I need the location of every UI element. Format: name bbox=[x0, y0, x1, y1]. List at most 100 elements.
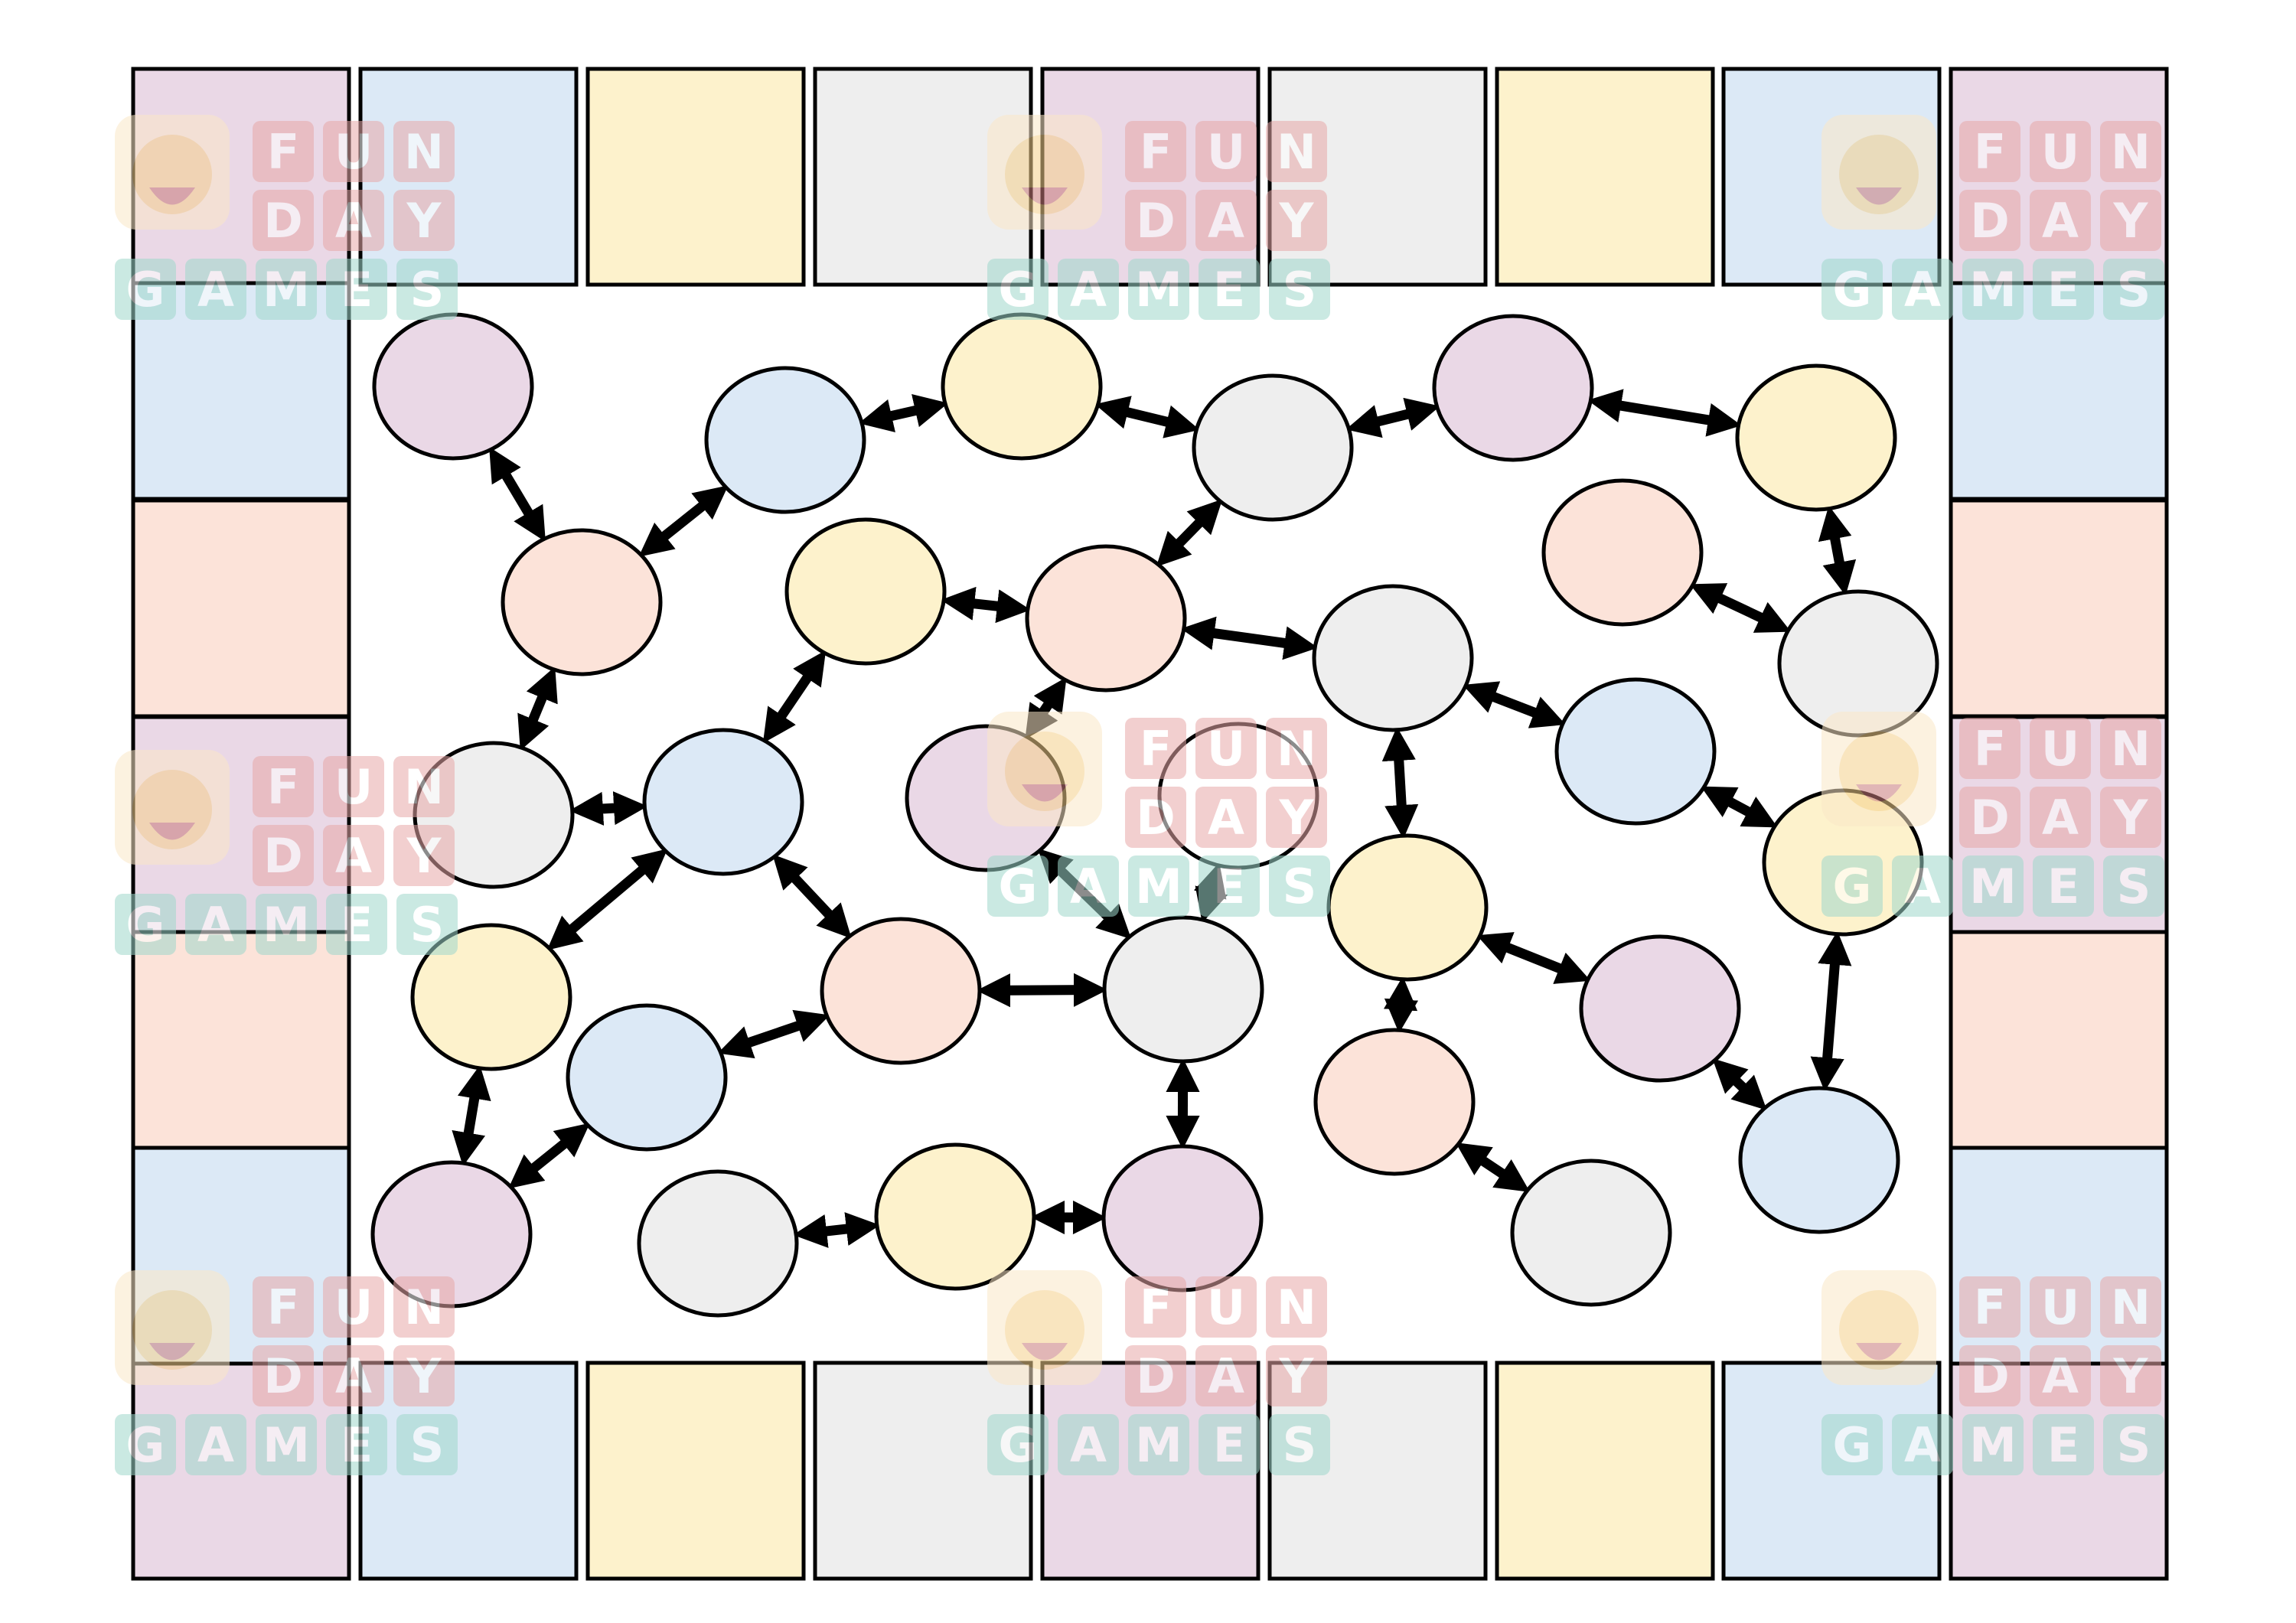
watermark-letter: N bbox=[1277, 1279, 1316, 1335]
watermark-letter: N bbox=[404, 124, 444, 180]
laughing-face-icon bbox=[1821, 115, 1936, 230]
path-space[interactable] bbox=[642, 728, 804, 876]
watermark-letter: F bbox=[1140, 124, 1172, 180]
border-square-right[interactable] bbox=[1949, 498, 2169, 719]
double-arrow-connector bbox=[717, 1009, 830, 1059]
watermark-letter: E bbox=[2047, 859, 2079, 914]
watermark-letter: S bbox=[2117, 262, 2151, 318]
watermark-letter: D bbox=[1136, 790, 1175, 846]
path-space[interactable] bbox=[1554, 677, 1717, 826]
watermark-letter: S bbox=[410, 262, 445, 318]
path-space[interactable] bbox=[784, 517, 947, 666]
watermark-letter: A bbox=[2042, 1348, 2079, 1404]
border-square-bottom[interactable] bbox=[1495, 1361, 1715, 1581]
path-space[interactable] bbox=[637, 1169, 799, 1318]
double-arrow-connector bbox=[517, 666, 558, 751]
laughing-face-icon bbox=[115, 1270, 230, 1385]
watermark-letter: Y bbox=[1279, 193, 1315, 249]
path-space[interactable] bbox=[704, 366, 866, 514]
path-connectors bbox=[452, 389, 1857, 1248]
path-space[interactable] bbox=[566, 1003, 728, 1152]
double-arrow-connector bbox=[858, 393, 949, 433]
watermark-letter: N bbox=[404, 1279, 444, 1335]
watermark-letter: M bbox=[1969, 859, 2017, 914]
border-square-right[interactable] bbox=[1949, 930, 2169, 1150]
watermark-letter: A bbox=[1070, 859, 1107, 914]
path-space[interactable] bbox=[1312, 584, 1474, 732]
path-space[interactable] bbox=[1735, 363, 1897, 512]
watermark-letter: F bbox=[1974, 721, 2006, 777]
watermark-letter: M bbox=[1135, 262, 1182, 318]
double-arrow-connector bbox=[1383, 976, 1419, 1034]
laughing-face-icon bbox=[115, 115, 230, 230]
path-space[interactable] bbox=[1326, 833, 1489, 982]
path-space[interactable] bbox=[1313, 1028, 1476, 1176]
border-square-top[interactable] bbox=[358, 67, 579, 287]
border-square-top[interactable] bbox=[1495, 67, 1715, 287]
watermark-letter: Y bbox=[1279, 790, 1315, 846]
watermark-letter: E bbox=[341, 262, 373, 318]
watermark-letter: A bbox=[2042, 790, 2079, 846]
double-arrow-connector bbox=[793, 1212, 880, 1248]
border-square-left[interactable] bbox=[131, 498, 351, 719]
watermark-letter: U bbox=[334, 1279, 373, 1335]
watermark-letter: S bbox=[1283, 262, 1317, 318]
path-space[interactable] bbox=[501, 528, 663, 676]
path-space[interactable] bbox=[1025, 544, 1187, 693]
watermark-letter: U bbox=[1207, 721, 1245, 777]
double-arrow-connector bbox=[1701, 786, 1778, 828]
watermark-letter: D bbox=[263, 193, 302, 249]
watermark-letter: M bbox=[263, 897, 310, 953]
path-space[interactable] bbox=[941, 312, 1103, 461]
watermark-letter: A bbox=[1208, 193, 1244, 249]
watermark-letter: A bbox=[1208, 790, 1244, 846]
path-space[interactable] bbox=[1101, 1144, 1264, 1292]
border-square-bottom[interactable] bbox=[585, 1361, 806, 1581]
double-arrow-connector bbox=[762, 650, 827, 744]
path-space[interactable] bbox=[820, 917, 982, 1065]
double-arrow-connector bbox=[546, 849, 668, 950]
path-space[interactable] bbox=[1102, 915, 1264, 1064]
double-arrow-connector bbox=[1180, 616, 1319, 660]
watermark-letter: S bbox=[2117, 1417, 2151, 1473]
watermark-letter: N bbox=[1277, 721, 1316, 777]
path-space[interactable] bbox=[372, 312, 534, 461]
laughing-face-icon bbox=[987, 1270, 1102, 1385]
border-square-bottom[interactable] bbox=[358, 1361, 579, 1581]
double-arrow-connector bbox=[1587, 389, 1742, 437]
watermark-letter: F bbox=[1140, 721, 1172, 777]
watermark-letter: Y bbox=[2113, 193, 2149, 249]
watermark-letter: M bbox=[263, 262, 310, 318]
watermark-letter: S bbox=[1283, 859, 1317, 914]
watermark-letter: Y bbox=[1279, 1348, 1315, 1404]
watermark-letter: A bbox=[1904, 1417, 1941, 1473]
watermark-letter: Y bbox=[406, 828, 442, 884]
path-space[interactable] bbox=[1738, 1086, 1900, 1234]
watermark-letter: E bbox=[341, 897, 373, 953]
border-square-left[interactable] bbox=[131, 930, 351, 1150]
double-arrow-connector bbox=[1345, 397, 1440, 438]
watermark-letter: G bbox=[1833, 262, 1872, 318]
watermark-letter: U bbox=[2041, 1279, 2079, 1335]
path-space[interactable] bbox=[410, 923, 572, 1071]
watermark-letter: S bbox=[1283, 1417, 1317, 1473]
path-space[interactable] bbox=[1579, 934, 1741, 1083]
border-square-top[interactable] bbox=[585, 67, 806, 287]
path-space[interactable] bbox=[1541, 478, 1704, 627]
watermark-letter: F bbox=[267, 759, 299, 815]
watermark-letter: D bbox=[263, 1348, 302, 1404]
path-space[interactable] bbox=[1432, 314, 1594, 462]
laughing-face-icon bbox=[1821, 712, 1936, 826]
path-space[interactable] bbox=[874, 1142, 1036, 1291]
laughing-face-icon bbox=[115, 750, 230, 865]
path-space[interactable] bbox=[1192, 373, 1354, 522]
double-arrow-connector bbox=[508, 1123, 590, 1189]
watermark-letter: U bbox=[334, 124, 373, 180]
path-space[interactable] bbox=[1510, 1159, 1672, 1307]
watermark-letter: S bbox=[410, 897, 445, 953]
